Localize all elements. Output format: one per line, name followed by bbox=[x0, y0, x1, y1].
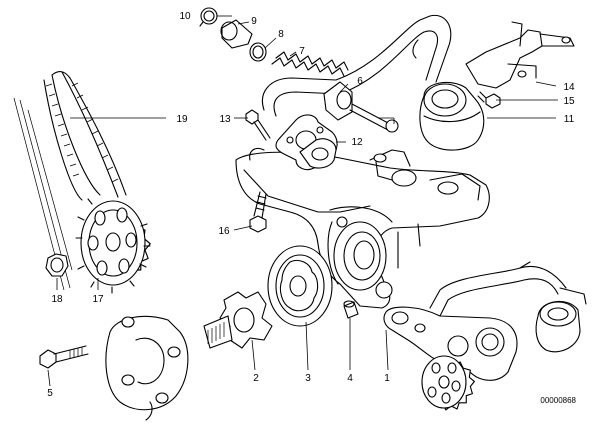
callout-label: 10 bbox=[179, 11, 191, 22]
oil-pickup-pipe-upper bbox=[262, 14, 452, 117]
circlip bbox=[199, 7, 218, 27]
callout-label: 18 bbox=[51, 294, 63, 305]
outer-rotor bbox=[267, 245, 333, 327]
sleeve-9 bbox=[220, 19, 253, 49]
sprocket bbox=[75, 198, 151, 294]
document-number: 00000868 bbox=[540, 396, 576, 405]
pump-cover bbox=[105, 315, 189, 421]
timing-chain bbox=[13, 71, 127, 291]
callout-label: 9 bbox=[251, 16, 257, 27]
bolt-5 bbox=[39, 345, 89, 369]
seal-ring bbox=[249, 42, 267, 62]
callout-label: 16 bbox=[218, 226, 230, 237]
callout-label: 13 bbox=[219, 114, 231, 125]
callout-label: 19 bbox=[176, 114, 188, 125]
flange-gasket bbox=[275, 114, 338, 171]
leader-lines bbox=[47, 15, 558, 387]
callout-labels: 1 2 3 4 5 6 7 8 9 10 11 12 13 14 15 16 1… bbox=[47, 11, 576, 405]
inner-rotor bbox=[203, 291, 273, 349]
callout-label: 2 bbox=[253, 373, 259, 384]
bolt-16 bbox=[249, 191, 267, 233]
nut bbox=[45, 253, 69, 277]
sleeve bbox=[323, 81, 399, 133]
callout-label: 11 bbox=[564, 114, 575, 125]
bolt-15 bbox=[477, 91, 501, 109]
callout-label: 4 bbox=[347, 373, 353, 384]
bracket bbox=[465, 21, 575, 89]
callout-label: 1 bbox=[384, 373, 390, 384]
oil-pump-housing bbox=[235, 147, 490, 309]
oil-pump-assembly bbox=[383, 261, 587, 381]
callout-label: 12 bbox=[351, 137, 363, 148]
callout-label: 7 bbox=[299, 46, 305, 57]
bolt-13 bbox=[245, 109, 271, 141]
oil-strainer bbox=[419, 81, 485, 151]
spring bbox=[271, 51, 349, 77]
callout-label: 5 bbox=[47, 388, 53, 399]
dowel-pin bbox=[343, 300, 359, 319]
callout-label: 3 bbox=[305, 373, 311, 384]
callout-label: 8 bbox=[278, 29, 284, 40]
callout-label: 14 bbox=[563, 82, 575, 93]
pump-sprocket bbox=[421, 355, 475, 411]
callout-label: 6 bbox=[357, 76, 363, 87]
callout-label: 17 bbox=[92, 294, 104, 305]
callout-label: 15 bbox=[563, 96, 575, 107]
